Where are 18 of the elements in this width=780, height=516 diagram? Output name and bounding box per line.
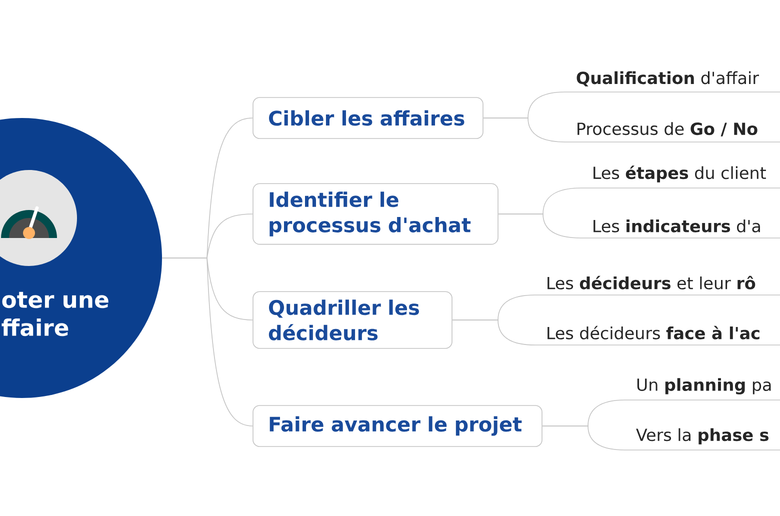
topic-box: Quadriller les décideurs (252, 291, 452, 349)
subtopic-text: Les étapes du client (594, 166, 766, 182)
topic-title: oter une ffaire (2, 292, 108, 336)
topic-box: Cibler les affaires (252, 97, 484, 139)
connector-line (162, 258, 254, 426)
topic-box: Faire avancer le projet (252, 405, 542, 447)
subtopic-text: Les décideurs et leur rô (548, 276, 756, 290)
connector-line (542, 426, 626, 450)
subtopic-text: Processus de Go / No (578, 122, 758, 136)
topic-box: Identifier le processus d'achat (252, 183, 498, 245)
subtopic-text: Vers la phase s (636, 428, 768, 444)
subtopic-text: Les indicateurs d'a (594, 219, 760, 232)
subtopic-text: Qualification d'affair (576, 71, 759, 86)
connector-line (483, 118, 566, 142)
subtopic-text: Les décideurs face à l'ac (548, 326, 760, 340)
subtopic-text: Un planning pa (637, 378, 771, 394)
connector-line (498, 214, 582, 238)
connector-line (452, 320, 536, 346)
